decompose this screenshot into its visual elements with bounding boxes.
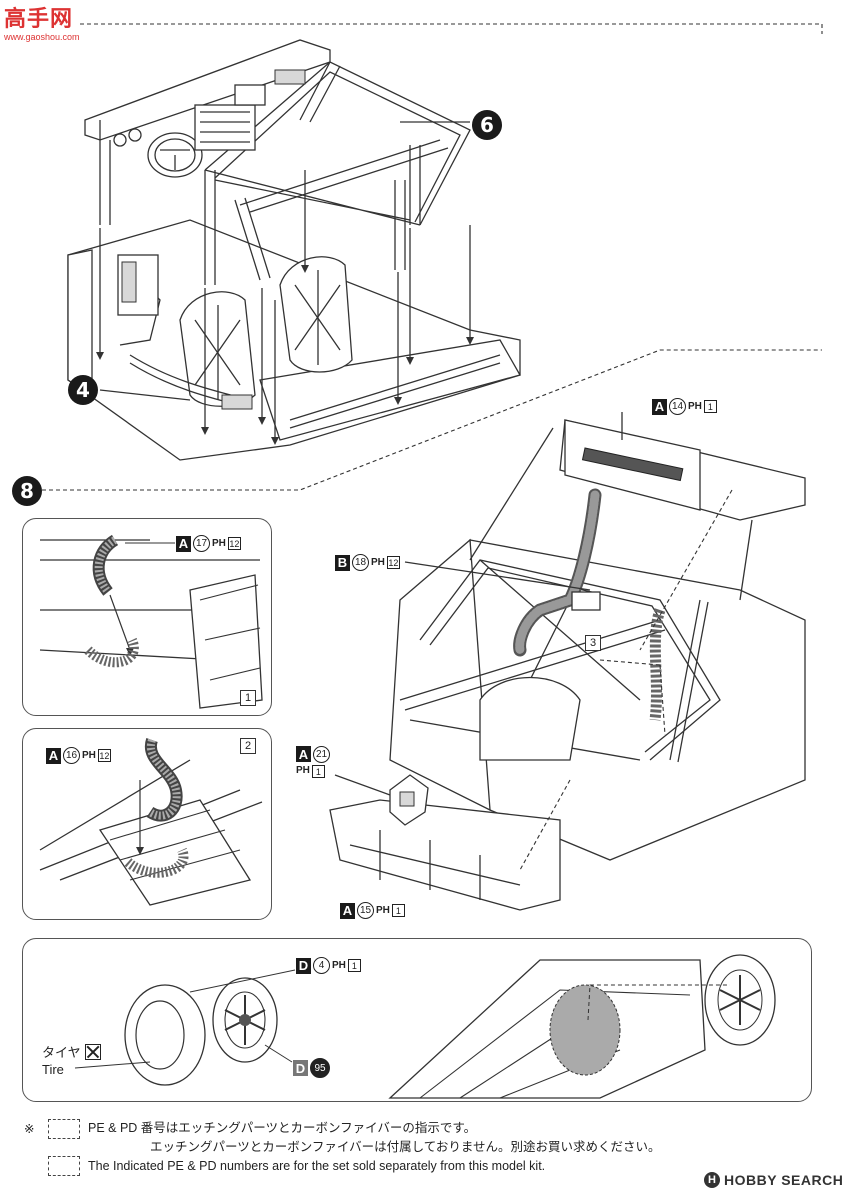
hobby-search-logo-icon: H: [704, 1172, 720, 1188]
wheel-panel: [22, 938, 812, 1102]
part-tag-a14: A 14 PH 1: [652, 398, 717, 415]
hobby-search-brand: H HOBBY SEARCH: [704, 1172, 843, 1188]
tire-label-en: Tire: [42, 1062, 64, 1077]
pe-pd-box-2: [48, 1156, 80, 1176]
step-4-circle: 4: [68, 375, 98, 405]
tire-label-jp-row: タイヤ: [42, 1042, 101, 1061]
chassis-tub-upper: [67, 219, 521, 461]
footer-line-3: The Indicated PE & PD numbers are for th…: [88, 1159, 546, 1173]
hobby-search-text: HOBBY SEARCH: [724, 1172, 844, 1188]
part-tag-a17: A 17 PH 12: [176, 535, 241, 552]
tire-label-jp: タイヤ: [42, 1045, 81, 1060]
step-6-circle: 6: [472, 110, 502, 140]
no-paint-icon: [84, 1043, 101, 1060]
part-tag-d95: D 95: [293, 1058, 330, 1078]
footer-line-2: エッチングパーツとカーボンファイバーは付属しておりません。別途お買い求めください…: [150, 1140, 661, 1154]
step-8-circle: 8: [12, 476, 42, 506]
part-tag-a16: A 16 PH 12: [46, 747, 111, 764]
roll-cage-upper: [84, 39, 471, 285]
watermark-text: 高手网: [4, 7, 74, 32]
watermark-logo: 高手网 www.gaoshou.com: [4, 7, 80, 44]
detail-ref-3: 3: [585, 635, 601, 651]
part-tag-d4: D 4 PH 1: [296, 957, 361, 974]
detail-ref-2: 2: [240, 738, 256, 754]
assembly-arrows-upper: [96, 120, 474, 445]
chassis-main-step8: [329, 412, 806, 911]
part-tag-a15: A 15 PH 1: [340, 902, 405, 919]
footer-mark: ※: [24, 1122, 35, 1136]
pe-pd-box-1: [48, 1119, 80, 1139]
part-tag-a21: A 21 PH 1: [296, 746, 330, 778]
footer-line-1: PE & PD 番号はエッチングパーツとカーボンファイバーの指示です。: [88, 1121, 477, 1135]
part-tag-b18: B 18 PH 12: [335, 554, 400, 571]
detail-ref-1: 1: [240, 690, 256, 706]
watermark-url: www.gaoshou.com: [4, 32, 80, 42]
